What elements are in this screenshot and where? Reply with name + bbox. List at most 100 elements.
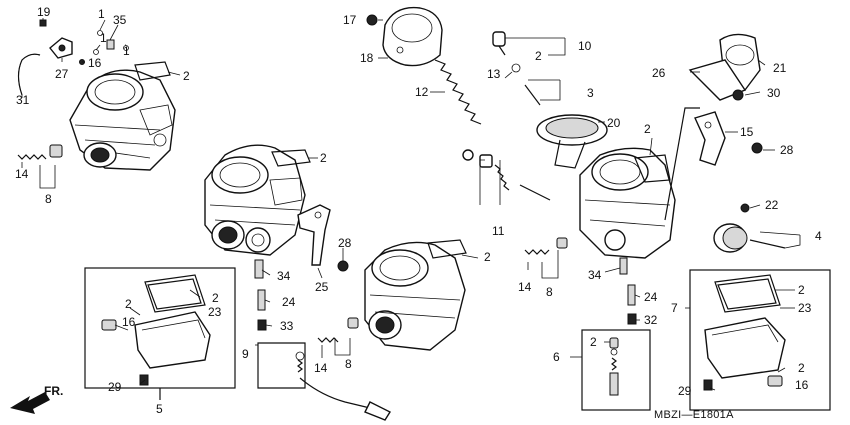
screw-24b [627,284,636,306]
screw-19 [39,19,47,27]
gasket-23a [144,274,206,313]
screw-16b [101,319,117,331]
screw-33 [257,319,267,331]
callout-16: 16 [122,315,136,329]
callout-30: 30 [767,86,781,100]
gasket-2f [634,154,671,183]
callout-9: 9 [242,347,249,361]
callout-2: 2 [590,335,597,349]
callout-19: 19 [37,5,51,19]
box-7 [689,269,831,411]
diaphragm-20 [536,114,608,169]
callout-34: 34 [277,269,291,283]
leader-lines [21,18,801,391]
callout-16: 16 [795,378,809,392]
callout-25: 25 [315,280,329,294]
callout-20: 20 [607,116,621,130]
callout-2: 2 [125,297,132,311]
callout-2: 2 [484,250,491,264]
callout-2: 2 [644,122,651,136]
callout-8: 8 [345,357,352,371]
callout-4: 4 [815,229,822,243]
top-cover-18 [382,6,443,67]
callout-35: 35 [113,13,127,27]
screw-8a [49,144,63,158]
o-ring-1c [93,49,99,55]
carburetor-center-left [204,144,306,256]
callout-8: 8 [546,285,553,299]
gasket-2b [271,149,311,167]
callout-11: 11 [492,224,505,238]
callout-29: 29 [108,380,122,394]
callout-13: 13 [487,67,501,81]
jet-assembly-11 [462,149,551,201]
callout-1: 1 [123,44,130,58]
link-15 [694,111,726,166]
callout-1: 1 [100,31,107,45]
o-ring-1b [123,45,129,51]
screw-8c [556,237,568,249]
callout-2: 2 [320,151,327,165]
callout-33: 33 [280,319,294,333]
callout-8: 8 [45,192,52,206]
spring-12 [434,59,482,125]
box-9 [257,342,392,421]
carburetor-center [364,241,466,351]
carburetor-left [69,69,176,171]
callout-5: 5 [156,402,163,416]
o-ring-13 [511,63,521,73]
gasket-2c [427,239,467,259]
callout-28: 28 [780,143,794,157]
callout-2: 2 [212,291,219,305]
plate-26 [688,59,747,101]
callout-6: 6 [553,350,560,364]
callout-14: 14 [15,167,29,181]
part-27-stay [49,37,73,59]
callout-24: 24 [282,295,296,309]
callout-labels: 19 1 35 1 1 16 2 7 2 31 14 8 17 18 12 2 2… [15,5,822,416]
callout-21: 21 [773,61,787,75]
callout-29: 29 [678,384,692,398]
callout-14: 14 [314,361,328,375]
o-ring-1a [97,30,103,36]
diagram-code: MBZI—E1801A [654,409,734,421]
callout-2: 2 [183,69,190,83]
box-5 [84,267,236,400]
screw-24a [257,289,266,311]
callout-17: 17 [343,13,357,27]
callout-26: 26 [652,66,666,80]
callout-7: 7 [671,301,678,315]
screw-17 [366,14,378,26]
needle-3 [524,84,541,106]
callout-22: 22 [765,198,779,212]
callout-2: 2 [798,361,805,375]
gasket-2a [134,61,171,81]
callout-12: 12 [415,85,429,99]
callout-14: 14 [518,280,532,294]
screw-34b [619,257,628,275]
screw-8b [347,317,359,329]
bolt-28a [337,260,349,272]
callout-31: 31 [16,93,30,107]
box-6 [581,329,651,411]
clip-22 [740,203,750,213]
callout-15: 15 [740,125,754,139]
spring-14c [524,249,550,255]
callout-23: 23 [208,305,222,319]
screw-32 [627,313,637,325]
callout-18: 18 [360,51,374,65]
callout-10: 10 [578,39,592,53]
screw-35 [106,39,115,50]
callout-24: 24 [644,290,658,304]
front-arrow-icon [10,392,50,414]
screw-34a [254,259,264,279]
needle-10 [492,31,506,56]
carburetor-right [579,107,700,259]
callout-1: 1 [98,7,105,21]
callout-28: 28 [338,236,352,250]
callout-34: 34 [588,268,602,282]
callout-2: 2 [535,49,542,63]
front-label: FR. [44,384,63,398]
